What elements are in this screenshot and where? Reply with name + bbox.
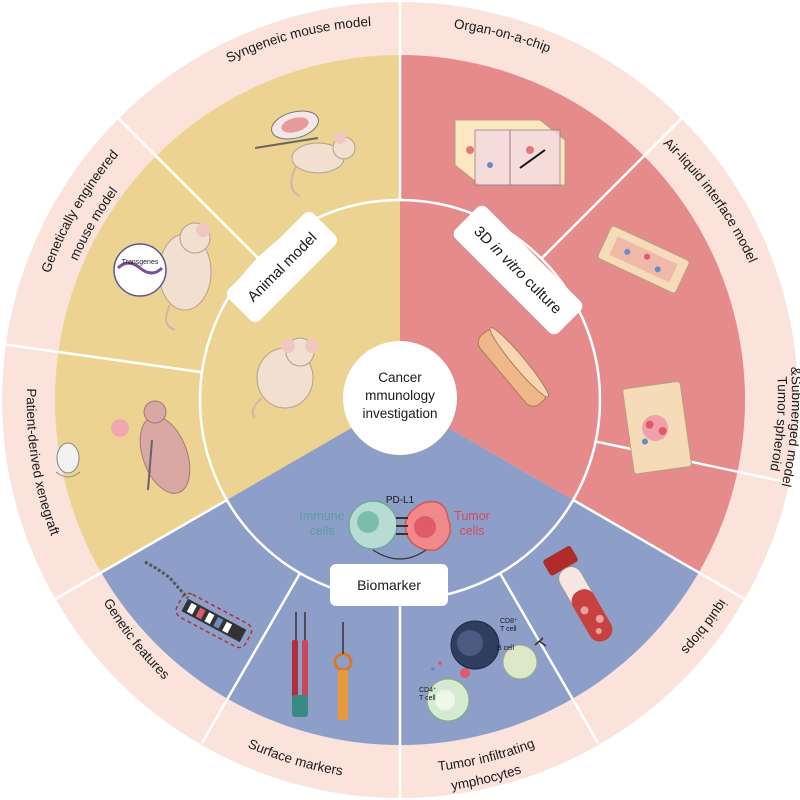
cd4-label-2: T cell — [419, 695, 436, 702]
center-circle — [343, 341, 457, 455]
biomarker-label: Biomarker — [357, 577, 421, 593]
air-liquid-illustration — [597, 225, 690, 294]
immune-label-2: cells — [309, 524, 334, 538]
cd8-label-1: CD8⁺ — [500, 618, 518, 625]
cd4-label-1: CD4⁺ — [419, 687, 437, 694]
til-illustration: CD8⁺ T cell B cell CD4⁺ T cell — [419, 618, 547, 722]
immune-label-1: Immune — [299, 509, 344, 523]
cd8-label-2: T cell — [500, 626, 517, 633]
gemm-mouse-illustration: Transgenes — [113, 222, 212, 331]
immune-tumor-illustration: PD-L1 Immune cells Tumor cells — [299, 495, 490, 560]
pdl1-label: PD-L1 — [386, 495, 415, 506]
center-line-1: Cancer — [378, 370, 422, 385]
tumor-label-1: Tumor — [454, 509, 490, 523]
blood-tube-illustration — [543, 546, 613, 643]
genetic-features-illustration — [144, 560, 253, 649]
surface-markers-illustration — [292, 612, 353, 720]
center-line-3: investigation — [362, 406, 437, 421]
center-line-2: mmunology — [365, 388, 435, 403]
biomarker-box: Biomarker — [330, 564, 448, 606]
tumor-label-2: cells — [459, 524, 484, 538]
culture-box: 3D in vitro culture — [453, 205, 583, 335]
spheroid-illustration — [622, 380, 692, 475]
nude-mouse-illustration — [251, 337, 319, 419]
sector-dividers — [5, 2, 791, 798]
organ-on-chip-illustration — [454, 119, 566, 186]
bcell-label: B cell — [497, 645, 515, 652]
pdx-illustration — [55, 400, 191, 494]
petri-dish-illustration — [477, 327, 549, 407]
transgenes-label: Transgenes — [122, 259, 159, 266]
syngeneic-mouse-illustration — [254, 110, 356, 197]
